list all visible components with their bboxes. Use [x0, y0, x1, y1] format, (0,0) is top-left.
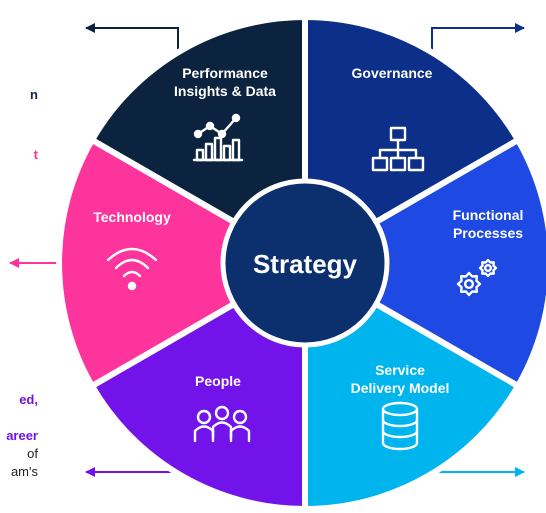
org-chart-icon: [371, 126, 425, 172]
wifi-icon: [106, 247, 158, 291]
center-label: Strategy: [253, 249, 358, 279]
cropped-text-plain-2: am's: [10, 464, 38, 479]
center-hub: [220, 178, 390, 348]
database-icon: [381, 401, 419, 451]
segment-title-people: People: [195, 373, 241, 389]
segment-title-governance: Governance: [352, 65, 433, 81]
cropped-text-pink: t: [33, 147, 38, 162]
segment-functional: [299, 135, 546, 391]
arrow-governance: [431, 23, 525, 60]
segment-title-technology: Technology: [93, 209, 171, 225]
gears-icon: [456, 258, 498, 297]
cropped-text-plain-1: of: [27, 446, 38, 461]
arrow-performance: [85, 23, 179, 60]
cropped-text-purple-2: areer: [6, 428, 38, 443]
people-icon: [193, 405, 251, 443]
segment-technology: [56, 135, 311, 391]
cropped-text-purple-1: ed,: [19, 392, 38, 407]
cropped-text-dark: n: [30, 87, 38, 102]
chart-icon: [192, 113, 244, 162]
